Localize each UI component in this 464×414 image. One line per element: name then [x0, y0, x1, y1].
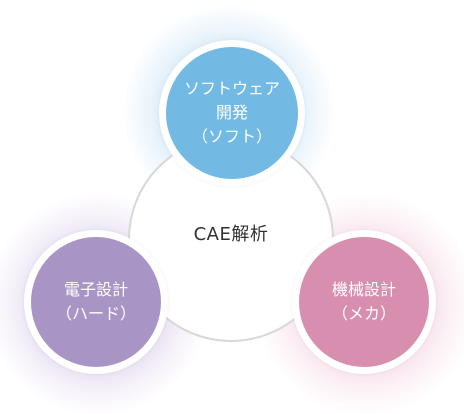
- software-node-line3: （ソフト）: [191, 127, 272, 146]
- software-node: ソフトウェア 開発 （ソフト）: [159, 40, 305, 186]
- electronic-node-line2: （ハード）: [55, 304, 136, 323]
- mechanical-node-line1: 機械設計: [331, 280, 396, 299]
- mechanical-node: 機械設計 （メカ）: [292, 230, 436, 374]
- mechanical-node-line2: （メカ）: [331, 304, 396, 323]
- electronic-node: 電子設計 （ハード）: [24, 230, 168, 374]
- center-label: CAE解析: [193, 224, 269, 245]
- software-node-line2: 開発: [215, 103, 248, 122]
- electronic-node-line1: 電子設計: [63, 280, 128, 299]
- software-node-line1: ソフトウェア: [183, 79, 280, 98]
